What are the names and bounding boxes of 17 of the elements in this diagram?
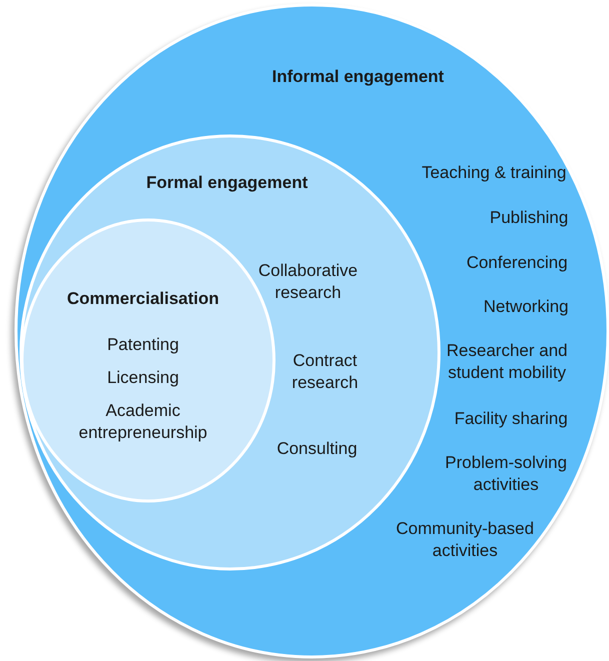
list-item: Facility sharing (453, 408, 569, 430)
list-item: Problem-solving activities (444, 452, 568, 496)
circle-heading: Informal engagement (271, 66, 445, 88)
list-item: Networking (482, 296, 570, 318)
list-item: Contract research (290, 350, 360, 394)
list-item: Collaborative research (257, 260, 359, 304)
list-item: Academic entrepreneurship (78, 400, 208, 444)
list-item: Conferencing (465, 252, 569, 274)
list-item: Researcher and student mobility (446, 340, 568, 384)
list-item: Publishing (488, 207, 570, 229)
circle-heading: Commercialisation (66, 288, 220, 310)
list-item: Community-based activities (395, 518, 535, 562)
circle-heading: Formal engagement (145, 172, 309, 194)
list-item: Licensing (106, 367, 180, 389)
list-item: Teaching & training (420, 162, 568, 184)
list-item: Patenting (106, 334, 180, 356)
list-item: Consulting (276, 438, 358, 460)
